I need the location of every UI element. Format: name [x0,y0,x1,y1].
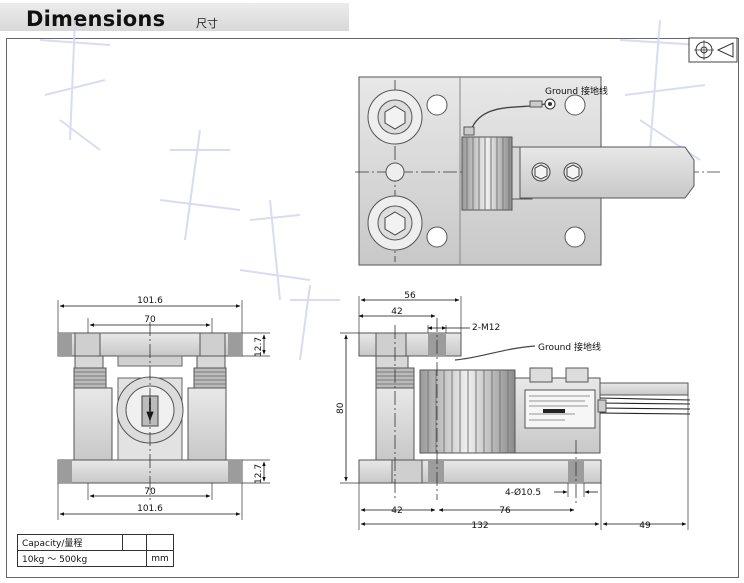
spec-table-header-row: Capacity/量程 [17,534,174,551]
mount-hole [426,226,448,248]
title-bar: Dimensions 尺寸 [0,3,349,31]
dim-front-101-6-top: 101.6 [137,296,163,306]
page-title: Dimensions [26,7,166,31]
dim-42-bottom: 42 [391,506,402,516]
ground-label-top: Ground 接地线 [545,85,608,97]
cable [599,397,691,415]
hole-label: 4-Ø10.5 [505,487,541,498]
ground-wire-side [454,345,536,361]
spec-empty-cell [122,534,147,551]
bolt-head-top [367,89,423,145]
dim-76: 76 [499,506,511,516]
dim-42-top: 42 [391,307,402,317]
mount-hole [564,226,586,248]
ground-label-side: Ground 接地线 [538,341,601,353]
spec-table: Capacity/量程 10kg ～ 500kg mm [17,534,174,567]
dim-front-70-bottom: 70 [144,487,156,497]
bellows-top [461,136,513,211]
drawing-frame [6,38,739,578]
unit-label: mm [146,550,174,567]
spec-empty-cell [146,534,174,551]
dim-56: 56 [404,291,416,301]
dim-49: 49 [639,521,651,531]
mount-hole [564,94,586,116]
bellows-side [419,369,516,454]
page-subtitle: 尺寸 [196,17,218,30]
spec-table-value-row: 10kg ～ 500kg mm [17,550,174,567]
dim-height-80: 80 [336,402,346,414]
bolt-head-bottom [367,195,423,251]
top-view: Ground 接地线 [355,76,720,266]
front-view: 101.6 70 12.7 12.7 70 101.6 [57,296,270,520]
dim-front-101-6-bottom: 101.6 [137,504,163,514]
dim-front-12-7-bottom: 12.7 [254,464,264,484]
dim-front-70-top: 70 [144,315,156,325]
dim-front-12-7-top: 12.7 [254,337,264,357]
center-pin [385,162,405,182]
capacity-range: 10kg ～ 500kg [17,550,147,567]
mount-hole [426,94,448,116]
watermark [39,19,706,361]
capacity-label: Capacity/量程 [17,534,123,551]
load-arm [519,146,695,199]
projection-symbol-icon [688,37,738,63]
side-view: Ground 接地线 56 42 2-M12 80 4-Ø10.5 [336,291,691,531]
thread-label: 2-M12 [472,323,500,333]
dim-132: 132 [471,521,488,531]
load-arm-side [599,382,689,396]
